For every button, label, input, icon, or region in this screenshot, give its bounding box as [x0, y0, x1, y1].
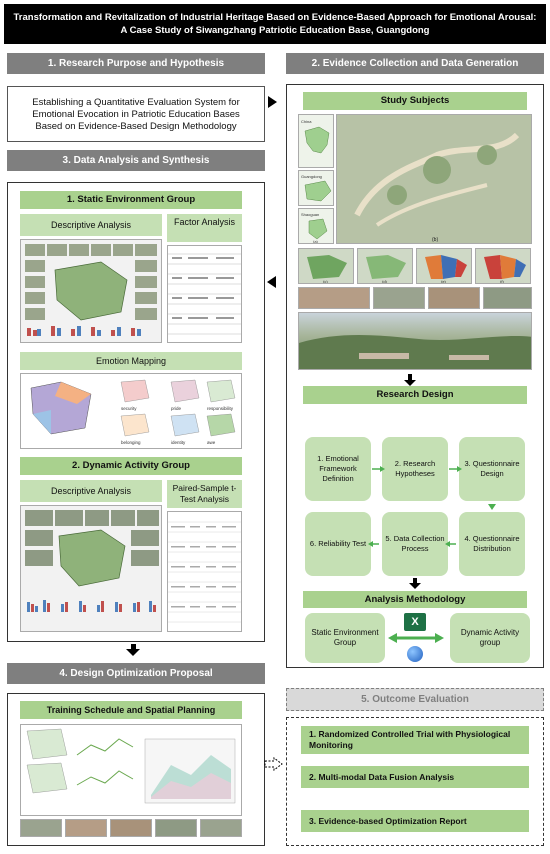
arrow-down-icon: [404, 380, 416, 386]
main-title: Transformation and Revitalization of Ind…: [4, 4, 546, 44]
step-4-label: 4. Questionnaire Distribution: [464, 534, 520, 553]
research-purpose-text: Establishing a Quantitative Evaluation S…: [32, 97, 240, 132]
site-photo-1: [298, 287, 370, 309]
dynamic-activity-group-box: Dynamic Activity group: [450, 613, 530, 663]
map-label-b: (b): [432, 237, 438, 243]
step-data-collection: 5. Data Collection Process: [382, 512, 448, 576]
title-line-2: A Case Study of Siwangzhang Patriotic Ed…: [120, 25, 430, 36]
china-label: China: [301, 119, 312, 124]
map-label-f: (f): [500, 279, 504, 284]
section4-header: 4. Design Optimization Proposal: [7, 663, 265, 684]
section2-header: 2. Evidence Collection and Data Generati…: [286, 53, 544, 74]
section1-header: 1. Research Purpose and Hypothesis: [7, 53, 265, 74]
study-subjects-label: Study Subjects: [303, 92, 527, 110]
dashed-arrow-right-icon: [264, 757, 283, 771]
globe-icon: [407, 646, 423, 662]
outcome-item-3-label: 3. Evidence-based Optimization Report: [309, 815, 467, 826]
site-photo-6: [65, 819, 107, 837]
map-label-d: (d): [382, 279, 388, 284]
dynamic-activity-title: 2. Dynamic Activity Group: [20, 457, 242, 475]
outcome-item-rct: 1. Randomized Controlled Trial with Phys…: [301, 726, 529, 754]
site-photo-3: [428, 287, 480, 309]
descriptive-analysis-2-label: Descriptive Analysis: [20, 480, 162, 502]
map-label-e: (e): [441, 279, 447, 284]
static-group-label: Static Environment Group: [311, 628, 379, 647]
static-environment-title: 1. Static Environment Group: [20, 191, 242, 209]
guangdong-label: Guangdong: [301, 174, 322, 179]
emotion-label-identity: identity: [171, 440, 186, 445]
arrow-left-icon: [267, 276, 276, 288]
map-f-image: (f): [475, 248, 531, 284]
research-design-label: Research Design: [303, 386, 527, 404]
arrow-down-stem-3: [131, 644, 136, 650]
outcome-item-data-fusion: 2. Multi-modal Data Fusion Analysis: [301, 766, 529, 788]
site-photo-9: [200, 819, 242, 837]
training-schedule-figure: [20, 724, 242, 816]
emotion-label-pride: pride: [171, 406, 182, 411]
paired-t-test-table: [167, 511, 242, 632]
training-schedule-label: Training Schedule and Spatial Planning: [20, 701, 242, 719]
outcome-item-1-label: 1. Randomized Controlled Trial with Phys…: [309, 729, 511, 750]
emotion-mapping-figure: security pride responsibility belonging …: [20, 373, 242, 449]
emotion-label-responsibility: responsibility: [207, 406, 234, 411]
arrow-down-stem: [408, 374, 412, 381]
site-map-svg: (b): [354, 132, 520, 243]
map-label-c: (c): [323, 279, 328, 284]
section5-header: 5. Outcome Evaluation: [286, 688, 544, 711]
step-6-label: 6. Reliability Test: [309, 539, 367, 548]
site-photo-5: [20, 819, 62, 837]
emotion-mapping-label: Emotion Mapping: [20, 352, 242, 370]
dynamic-group-label: Dynamic Activity group: [460, 628, 520, 647]
site-photo-8: [155, 819, 197, 837]
outcome-item-2-label: 2. Multi-modal Data Fusion Analysis: [309, 771, 455, 782]
step-flow-arrows: [368, 466, 496, 547]
map-d-image: (d): [357, 248, 413, 284]
arrow-down-icon-2: [409, 583, 421, 589]
map-c-image: (c): [298, 248, 354, 284]
map-label-a: (a): [313, 239, 319, 244]
factor-analysis-table: [167, 245, 242, 343]
title-line-1: Transformation and Revitalization of Ind…: [13, 12, 537, 23]
step-reliability-test: 6. Reliability Test: [305, 512, 371, 576]
bidirectional-arrow-icon: [388, 633, 444, 643]
site-photo-2: [373, 287, 425, 309]
guangdong-map-svg: Guangdong: [301, 174, 332, 202]
section3-header: 3. Data Analysis and Synthesis: [7, 150, 265, 171]
shaoguan-map-image: Shaoguan (a): [298, 208, 334, 244]
site-aerial-map-image: (b): [336, 114, 532, 244]
step-research-hypotheses: 2. Research Hypotheses: [382, 437, 448, 501]
outcome-item-optimization-report: 3. Evidence-based Optimization Report: [301, 810, 529, 832]
site-photo-4: [483, 287, 532, 309]
factor-analysis-label: Factor Analysis: [167, 214, 242, 242]
panorama-photo: [298, 312, 532, 370]
dynamic-descriptive-figure: [20, 505, 162, 632]
emotion-label-belonging: belonging: [121, 440, 141, 445]
site-photo-7: [110, 819, 152, 837]
shaoguan-map-svg: Shaoguan (a): [301, 212, 328, 244]
static-descriptive-figure: [20, 239, 162, 343]
arrow-down-stem-2: [413, 578, 417, 584]
arrow-down-icon-3: [126, 649, 140, 656]
descriptive-analysis-label: Descriptive Analysis: [20, 214, 162, 236]
analysis-methodology-label: Analysis Methodology: [303, 591, 527, 608]
china-map-svg: China: [301, 119, 330, 154]
arrow-right-icon: [268, 96, 277, 108]
step-5-label: 5. Data Collection Process: [385, 534, 445, 553]
paired-t-test-label: Paired-Sample t-Test Analysis: [167, 480, 242, 508]
emotion-label-awe: awe: [207, 440, 216, 445]
map-e-image: (e): [416, 248, 472, 284]
static-environment-group-box: Static Environment Group: [305, 613, 385, 663]
research-purpose-box: Establishing a Quantitative Evaluation S…: [7, 86, 265, 142]
step-3-label: 3. Questionnaire Design: [464, 459, 520, 478]
excel-icon: X: [404, 613, 426, 631]
guangdong-map-image: Guangdong: [298, 170, 334, 206]
step-emotional-framework: 1. Emotional Framework Definition: [305, 437, 371, 501]
step-questionnaire-distribution: 4. Questionnaire Distribution: [459, 512, 525, 576]
china-map-image: China: [298, 114, 334, 168]
step-questionnaire-design: 3. Questionnaire Design: [459, 437, 525, 501]
emotion-label-security: security: [121, 406, 137, 411]
step-1-label: 1. Emotional Framework Definition: [317, 454, 359, 483]
shaoguan-label: Shaoguan: [301, 212, 319, 217]
step-2-label: 2. Research Hypotheses: [394, 459, 436, 478]
